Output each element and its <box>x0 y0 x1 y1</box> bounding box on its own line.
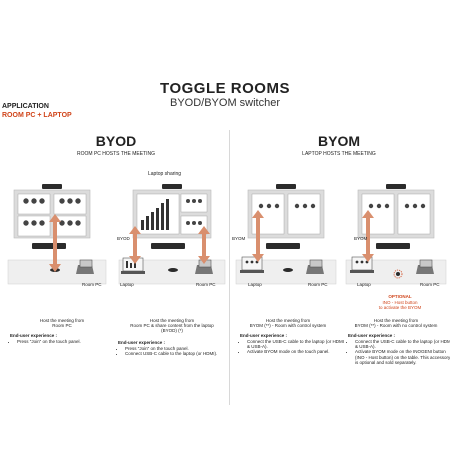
scene-2-step: Connect USB-C cable to the laptop (or HD… <box>125 351 233 356</box>
camera-icon <box>386 184 406 189</box>
scene-1-roompc-label: Room PC <box>82 282 102 287</box>
byod-section-title: BYOD <box>95 133 137 149</box>
byom-section-subtitle: LAPTOP HOSTS THE MEETING <box>302 151 376 157</box>
byod-section-subtitle: ROOM PC HOSTS THE MEETING <box>77 151 155 157</box>
camera-icon <box>276 184 296 189</box>
camera-icon <box>42 184 62 189</box>
scene-3-step: Connect the USB-C cable to the laptop (o… <box>247 339 347 349</box>
scene-3-laptop-label: Laptop <box>248 282 262 287</box>
video-participants-icon <box>180 193 208 235</box>
page-subtitle: BYOD/BYOM switcher <box>169 97 281 109</box>
page-title: TOGGLE ROOMS <box>160 80 290 97</box>
scene-2-side-label: BYOD <box>117 236 130 241</box>
switcher-device <box>376 243 410 249</box>
touch-panel-icon <box>76 259 94 274</box>
scene-2-caption: Host the meeting from Room PC & share co… <box>130 318 214 334</box>
connection-arrow-laptop <box>252 210 264 262</box>
touch-panel-icon <box>416 259 434 274</box>
scene-4-step: Activate BYOM mode on the INOGENI button… <box>355 349 450 365</box>
scene-1-step: Press "Join" on the touch panel. <box>17 339 117 344</box>
scene-1-steps: Press "Join" on the touch panel. <box>10 339 117 344</box>
content-sharing-chart-icon <box>136 193 180 235</box>
byom-section-title: BYOM <box>318 133 360 149</box>
scene-2-steps: Press "Join" on the touch panel. Connect… <box>118 346 233 356</box>
scene-2-experience-title: End-user experience : <box>118 340 166 345</box>
optional-title: OPTIONAL <box>388 294 412 299</box>
connection-arrow-laptop <box>362 210 374 262</box>
scene-4-side-label: BYOM <box>354 236 368 241</box>
scene-2-illustration <box>118 184 226 285</box>
section-divider <box>229 130 230 405</box>
video-participants-icon <box>251 193 321 235</box>
scene-4-caption: Host the meeting from BYOM (**) - Room w… <box>354 318 438 329</box>
camera-icon <box>162 184 182 189</box>
connection-arrow <box>49 214 61 272</box>
scene-1-illustration <box>7 184 107 285</box>
speaker-puck-icon <box>283 268 293 272</box>
switcher-device <box>266 243 300 249</box>
laptop-icon <box>240 256 264 273</box>
scene-3-illustration <box>235 184 337 285</box>
connection-arrow-laptop <box>129 226 141 264</box>
scene-4-step: Connect the USB-C cable to the laptop (o… <box>355 339 450 349</box>
touch-panel-icon <box>306 259 324 274</box>
scene-4-laptop-label: Laptop <box>357 282 371 287</box>
scene-2-top-label: Laptop sharing <box>148 171 182 177</box>
switcher-device <box>151 243 185 249</box>
scene-3-steps: Connect the USB-C cable to the laptop (o… <box>240 339 347 355</box>
speaker-puck-icon <box>168 268 178 272</box>
scene-4-steps: Connect the USB-C cable to the laptop (o… <box>348 339 450 365</box>
scene-2-step: Press "Join" on the touch panel. <box>125 346 233 351</box>
application-label: APPLICATION <box>2 103 49 110</box>
scene-4-illustration <box>345 184 447 285</box>
touch-panel-icon <box>195 259 213 274</box>
application-value: ROOM PC + LAPTOP <box>2 112 72 119</box>
laptop-icon <box>350 256 374 273</box>
connection-arrow-roompc <box>198 226 210 264</box>
scene-4-roompc-label: Room PC <box>420 282 440 287</box>
optional-text: INO - Host button to activate the BYOM <box>378 300 422 311</box>
switcher-device <box>32 243 66 249</box>
scene-2-roompc-label: Room PC <box>196 282 216 287</box>
scene-3-roompc-label: Room PC <box>308 282 328 287</box>
scene-4-experience-title: End-user experience : <box>348 333 396 338</box>
video-participants-icon <box>17 193 87 237</box>
host-button-icon <box>393 269 403 279</box>
scene-1-experience-title: End-user experience : <box>10 333 58 338</box>
scene-3-step: Activate BYOM mode on the touch panel. <box>247 349 347 354</box>
scene-1-caption: Host the meeting from Room PC <box>39 318 85 329</box>
scene-2-laptop-label: Laptop <box>120 282 134 287</box>
scene-3-side-label: BYOM <box>232 236 246 241</box>
scene-3-experience-title: End-user experience : <box>240 333 288 338</box>
scene-3-caption: Host the meeting from BYOM (**) - Room w… <box>249 318 327 329</box>
